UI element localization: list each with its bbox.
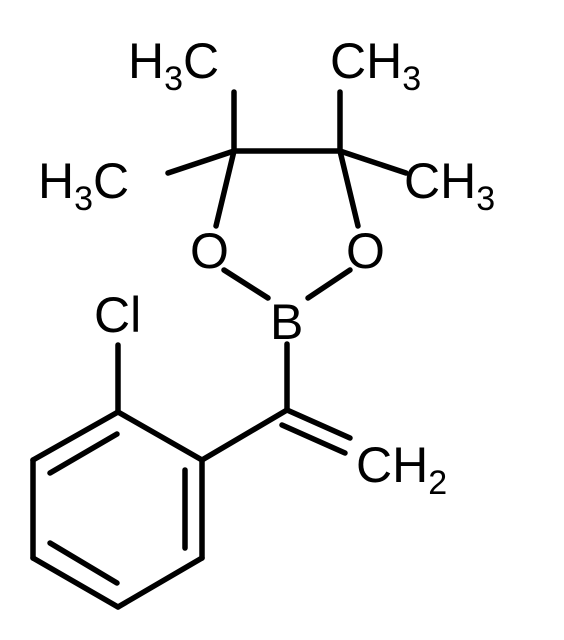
methylene-label: CH2 xyxy=(356,437,447,502)
bond-vinyl-double-1 xyxy=(284,407,353,441)
bond-ring-inner-1 xyxy=(47,431,120,476)
methyl-label-mid-left: H3C xyxy=(38,153,129,218)
bond-vinyl-double-2 xyxy=(279,422,348,456)
bond-ring-4 xyxy=(30,555,121,610)
bond-c4-o1 xyxy=(213,148,237,229)
methyl-label-mid-right: CH3 xyxy=(404,153,495,218)
chlorine-label: Cl xyxy=(94,287,141,343)
oxygen-label-right: O xyxy=(346,223,385,279)
bond-lines xyxy=(30,89,409,610)
bond-ring-2 xyxy=(30,409,121,463)
bond-c5-o3 xyxy=(337,148,361,229)
bond-c5-methyl-right xyxy=(337,148,409,176)
methyl-label-top-left: H3C xyxy=(128,33,219,98)
bond-o1-b xyxy=(221,267,271,301)
bond-c4-methyl-left xyxy=(165,148,237,176)
bond-ring-1 xyxy=(115,409,205,463)
bond-ring-5 xyxy=(115,555,205,610)
methyl-label-top-right: CH3 xyxy=(330,33,421,98)
oxygen-label-left: O xyxy=(190,223,229,279)
atom-labels: H3C CH3 H3C CH3 O O B Cl CH2 xyxy=(38,33,495,502)
bond-ring-inner-2 xyxy=(47,540,120,586)
boron-label: B xyxy=(270,294,303,350)
bond-vinyl-c-ring xyxy=(199,407,290,463)
bond-o3-b xyxy=(305,267,353,301)
